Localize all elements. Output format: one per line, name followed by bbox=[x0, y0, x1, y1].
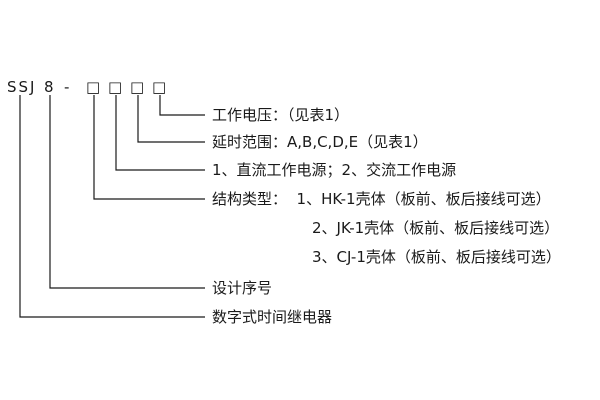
design-serial-label: 设计序号 bbox=[212, 279, 273, 297]
placeholder-box-4: □ bbox=[152, 78, 167, 96]
model-prefix: SSJ bbox=[7, 78, 37, 96]
connector-structure-type bbox=[93, 95, 205, 200]
model-dash: - bbox=[64, 78, 70, 96]
structure-option-2: 2、JK-1壳体（板前、板后接线可选） bbox=[312, 219, 560, 237]
structure-option-3: 3、CJ-1壳体（板前、板后接线可选） bbox=[312, 248, 561, 266]
delay-range-label: 延时范围：A,B,C,D,E（见表1） bbox=[212, 133, 428, 151]
connector-working-voltage bbox=[159, 95, 205, 116]
placeholder-box-3: □ bbox=[130, 78, 145, 96]
connector-power-type bbox=[115, 95, 205, 171]
connector-delay-range bbox=[137, 95, 205, 143]
power-type-label: 1、直流工作电源；2、交流工作电源 bbox=[212, 161, 457, 179]
placeholder-box-2: □ bbox=[108, 78, 123, 96]
product-name-label: 数字式时间继电器 bbox=[212, 308, 333, 326]
connector-product-name bbox=[19, 95, 205, 318]
working-voltage-label: 工作电压：（见表1） bbox=[212, 106, 350, 124]
structure-type-label: 结构类型： 1、HK-1壳体（板前、板后接线可选） bbox=[212, 190, 551, 208]
connector-design-serial bbox=[49, 95, 205, 289]
model-series-number: 8 bbox=[44, 78, 54, 96]
placeholder-box-1: □ bbox=[86, 78, 101, 96]
